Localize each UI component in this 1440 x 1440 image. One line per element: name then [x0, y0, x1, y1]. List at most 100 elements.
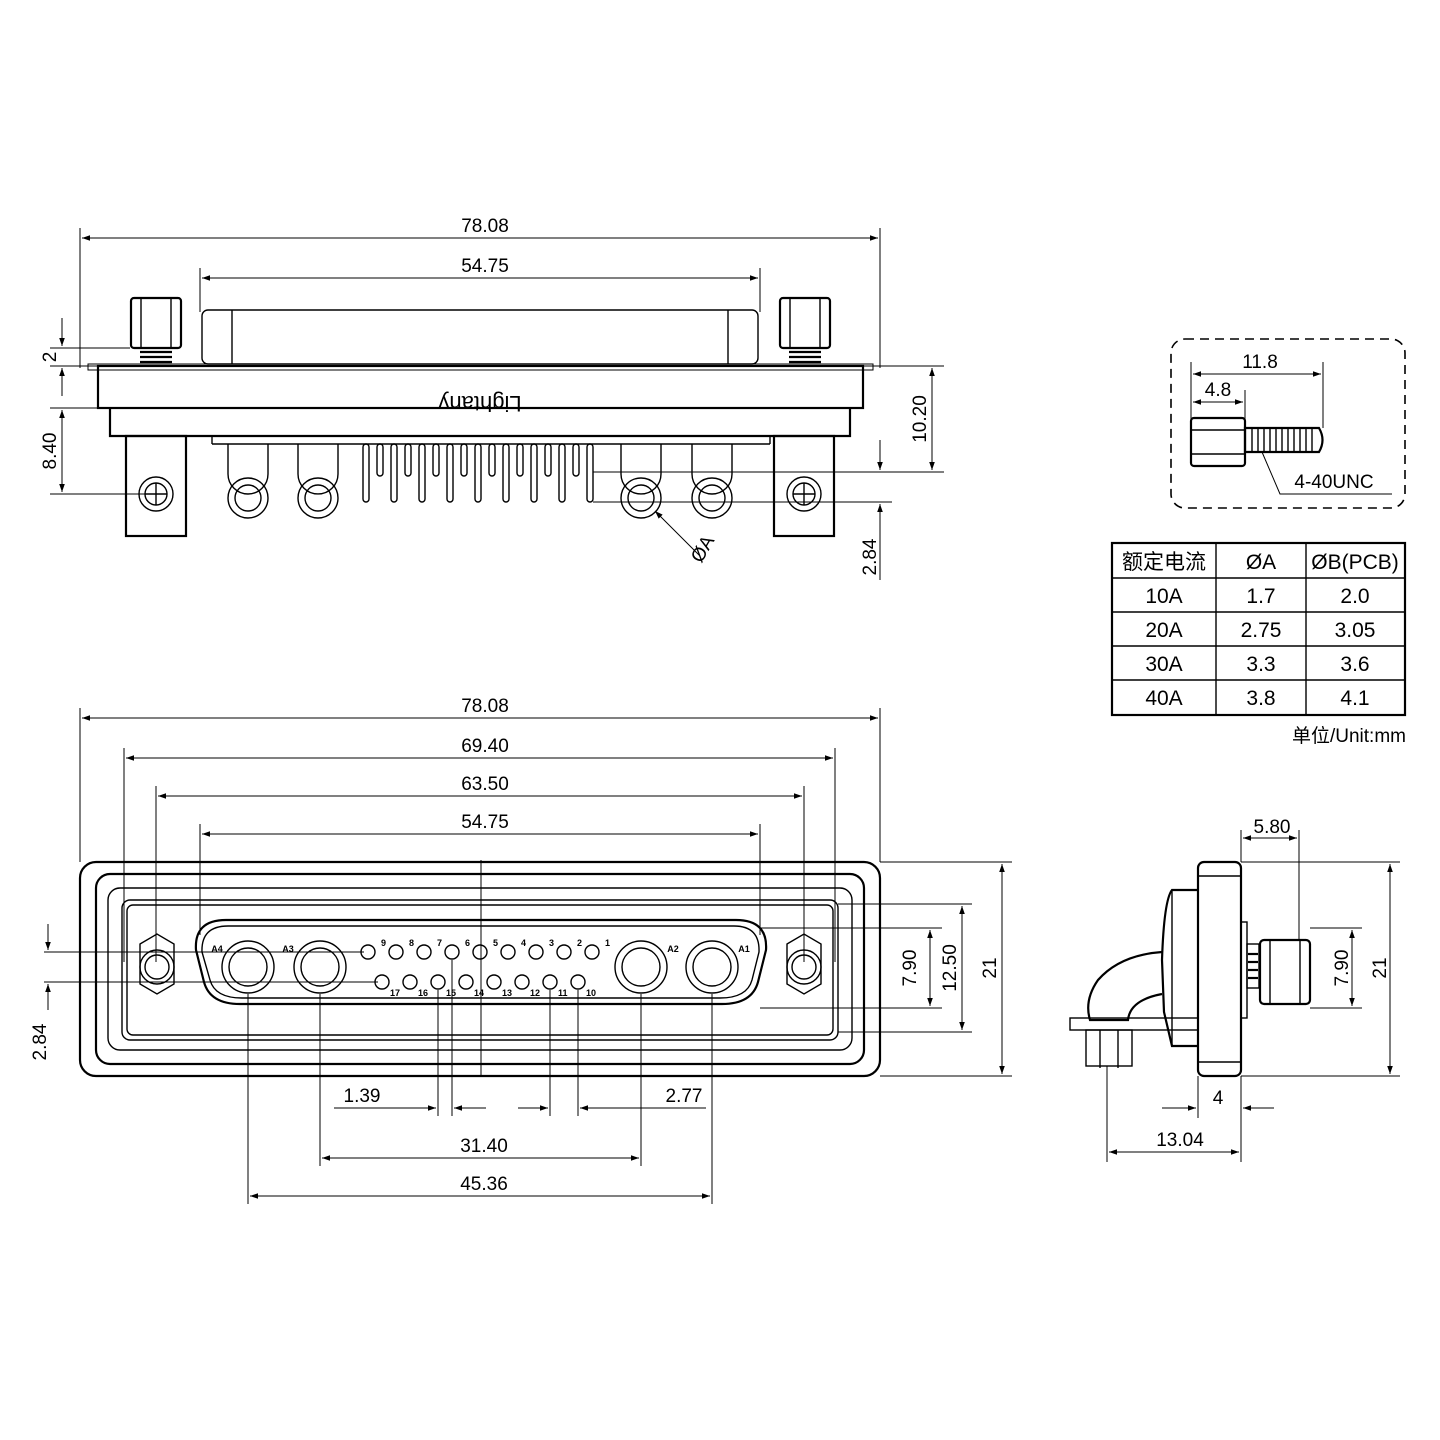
pin-label: 4 [521, 938, 526, 948]
table-header-current: 额定电流 [1122, 551, 1206, 574]
power-contact-a3: A3 [282, 940, 347, 994]
dim-pitch-277: 2.77 [666, 1086, 703, 1107]
pin-5 [472, 944, 488, 960]
pin-15 [430, 974, 446, 990]
pin-label: 13 [502, 988, 512, 998]
pin-12 [514, 974, 530, 990]
pin-1 [584, 944, 600, 960]
pin-label: 11 [558, 988, 568, 998]
dim-face-height-21: 21 [980, 957, 1001, 978]
shell-top [201, 309, 759, 365]
dim-span-3140: 31.40 [460, 1136, 508, 1157]
side-flange [1196, 860, 1243, 1078]
pin-label: 1 [605, 938, 610, 948]
pin-label: 12 [530, 988, 540, 998]
pin-label: 15 [446, 988, 456, 998]
dim-pin-drop: 8.40 [40, 433, 61, 470]
dim-shell-width: 54.75 [461, 256, 509, 277]
brand-logo: Lightany [438, 391, 521, 416]
table-cell: 20A [1145, 619, 1182, 642]
pin-label: 10 [586, 988, 596, 998]
table-cell: 10A [1145, 585, 1182, 608]
pin-3 [528, 944, 544, 960]
power-contact-a4: A4 [211, 940, 275, 994]
right-angle-pin [1087, 950, 1163, 1022]
table-cell: 3.6 [1340, 653, 1369, 676]
face-flange-outer [78, 860, 882, 1078]
pcb-edge [1069, 1017, 1199, 1031]
signal-pins-bottom-row: 17 16 15 14 13 12 11 10 [374, 974, 596, 998]
power-contact-a1-side [691, 444, 733, 519]
side-view: 5.80 7.90 21 4 13.04 [1069, 817, 1400, 1162]
pin-6 [444, 944, 460, 960]
d-shell [194, 918, 768, 1006]
dim-side-top: 5.80 [1254, 817, 1291, 838]
pin-label: 16 [418, 988, 428, 998]
pin-11 [542, 974, 558, 990]
dim-span-4536: 45.36 [460, 1174, 508, 1195]
dim-side-21: 21 [1370, 957, 1391, 978]
dim-side-790: 7.90 [1332, 950, 1353, 987]
dim-height: 10.20 [910, 395, 931, 443]
pin-label: 6 [465, 938, 470, 948]
unit-note: 单位/Unit:mm [1292, 725, 1406, 747]
table-cell: 3.3 [1246, 653, 1275, 676]
power-label-a4: A4 [211, 944, 223, 954]
pin-label: 2 [577, 938, 582, 948]
pin-2 [556, 944, 572, 960]
dim-pcb-offset: 2.84 [860, 538, 881, 575]
jack-screw-left [129, 296, 183, 350]
front-view: 78.08 54.75 Lightany [40, 216, 944, 580]
side-screw-head [1258, 938, 1312, 1006]
table-header-diameter-a: ØA [1246, 551, 1276, 574]
screw-head [1189, 416, 1247, 468]
power-contact-a4-side [227, 444, 269, 519]
dim-side-depth-4: 4 [1213, 1088, 1224, 1109]
flange [96, 364, 865, 410]
thread-spec: 4-40UNC [1294, 472, 1373, 493]
power-label-a1: A1 [738, 944, 750, 954]
pin-label: 8 [409, 938, 414, 948]
hex-nut-left [139, 933, 175, 995]
screw-detail: 11.8 4.8 4-40UNC [1170, 338, 1406, 509]
pin-16 [402, 974, 418, 990]
pin-label: 5 [493, 938, 498, 948]
screw-shaft [1243, 426, 1324, 454]
table-cell: 2.0 [1340, 585, 1369, 608]
dim-face-overall: 78.08 [461, 696, 509, 717]
dim-face-63: 63.50 [461, 774, 509, 795]
bracket-left [124, 434, 188, 538]
hex-nut-right [786, 933, 822, 995]
thread-left [140, 350, 172, 364]
dim-screw-total: 11.8 [1242, 352, 1278, 373]
table-cell: 4.1 [1340, 687, 1369, 710]
thread-right [789, 350, 821, 364]
pin-label: 9 [381, 938, 386, 948]
power-label-a3: A3 [282, 944, 294, 954]
connector-body [108, 408, 852, 438]
table-cell: 40A [1145, 687, 1182, 710]
signal-pins-side [362, 443, 594, 503]
pin-7 [416, 944, 432, 960]
table-cell: 2.75 [1241, 619, 1282, 642]
dim-pitch-139: 1.39 [344, 1086, 381, 1107]
dim-side-1304: 13.04 [1156, 1130, 1204, 1151]
dim-face-offset: 2.84 [30, 1023, 51, 1060]
table-cell: 30A [1145, 653, 1182, 676]
pin-10 [570, 974, 586, 990]
dim-overall-width: 78.08 [461, 216, 509, 237]
spec-table: 额定电流 ØA ØB(PCB) 10A 1.7 2.0 20A 2.75 3.0… [1110, 541, 1407, 747]
table-cell: 1.7 [1246, 585, 1275, 608]
dim-face-69: 69.40 [461, 736, 509, 757]
pin-13 [486, 974, 502, 990]
dim-row-pitch: 7.90 [900, 950, 921, 987]
dim-flange-gap: 2 [40, 352, 61, 363]
power-contact-a1: A1 [685, 940, 750, 994]
power-label-a2: A2 [667, 944, 679, 954]
pin-label: 7 [437, 938, 442, 948]
bracket-right [772, 434, 836, 538]
table-cell: 3.8 [1246, 687, 1275, 710]
dim-face-height-12: 12.50 [940, 944, 961, 992]
pin-4 [500, 944, 516, 960]
